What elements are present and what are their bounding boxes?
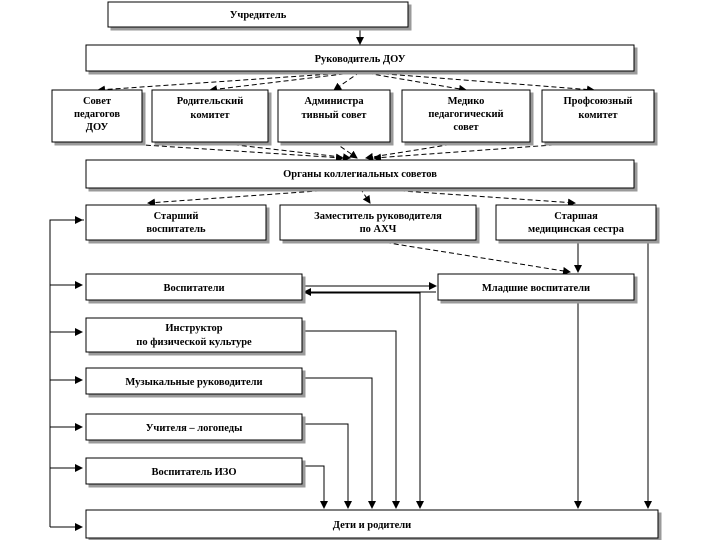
node-senior-educator: Старший воспитатель xyxy=(85,204,267,241)
speech-therapists-label: Учителя – логопеды xyxy=(146,423,243,434)
node-parents-committee: Родительский комитет xyxy=(151,89,269,143)
senior-nurse-line-2: медицинская сестра xyxy=(528,224,625,235)
collegial-bodies-label: Органы коллегиальных советов xyxy=(283,169,437,180)
connectors xyxy=(49,26,652,531)
arrow-speech-children xyxy=(302,423,352,509)
arrow-music-children xyxy=(302,377,376,509)
parents-committee-line-2: комитет xyxy=(190,110,230,121)
pe-instructor-line-1: Инструктор xyxy=(165,323,222,334)
admin-council-line-1: Администра xyxy=(304,96,364,107)
node-junior-educators: Младшие воспитатели xyxy=(437,273,635,301)
arrow-trade-union-collegial xyxy=(373,141,595,162)
medical-council-line-2: педагогический xyxy=(428,109,503,120)
arrow-head-parents-committee xyxy=(209,71,361,94)
teachers-council-line-3: ДОУ xyxy=(86,122,109,133)
medical-council-line-1: Медико xyxy=(448,96,485,107)
parents-committee-line-1: Родительский xyxy=(177,96,244,107)
children-parents-label: Дети и родители xyxy=(333,520,411,531)
arrow-admin-council-collegial xyxy=(333,141,358,159)
deputy-ahch-line-2: по АХЧ xyxy=(360,224,397,235)
node-medical-council: Медико педагогический совет xyxy=(401,89,531,143)
trade-union-line-1: Профсоюзный xyxy=(564,96,633,107)
pe-instructor-line-2: по физической культуре xyxy=(136,337,252,348)
node-head: Руководитель ДОУ xyxy=(85,44,635,72)
node-music-directors: Музыкальные руководители xyxy=(85,367,303,395)
music-directors-label: Музыкальные руководители xyxy=(125,377,262,388)
teachers-council-line-2: педагогов xyxy=(74,109,120,120)
node-educators: Воспитатели xyxy=(85,273,303,301)
node-admin-council: Администра тивный совет xyxy=(277,89,391,143)
node-founder: Учредитель xyxy=(107,1,409,28)
arrow-collegial-deputy xyxy=(359,187,371,204)
node-senior-nurse: Старшая медицинская сестра xyxy=(495,204,657,241)
arrow-collegial-senior-educator xyxy=(147,187,361,207)
node-trade-union: Профсоюзный комитет xyxy=(541,89,655,143)
node-collegial-bodies: Органы коллегиальных советов xyxy=(85,159,635,189)
arrow-head-teachers-council xyxy=(97,71,361,94)
arrow-head-trade-union xyxy=(359,71,595,94)
art-educator-label: Воспитатель ИЗО xyxy=(151,467,236,478)
arrow-art-children xyxy=(302,465,328,509)
senior-nurse-line-1: Старшая xyxy=(554,211,598,222)
arrow-medical-council-collegial xyxy=(365,141,467,161)
arrow-head-admin-council xyxy=(333,71,361,91)
node-pe-instructor: Инструктор по физической культуре xyxy=(85,317,303,353)
medical-council-line-3: совет xyxy=(453,122,479,133)
trade-union-line-2: комитет xyxy=(578,110,618,121)
educators-label: Воспитатели xyxy=(163,283,224,294)
arrow-teachers-council-collegial xyxy=(97,141,344,162)
arrow-educators-children xyxy=(302,292,424,509)
teachers-council-line-1: Совет xyxy=(83,96,112,107)
head-label: Руководитель ДОУ xyxy=(315,54,406,65)
senior-educator-line-1: Старший xyxy=(154,211,199,222)
node-children-parents: Дети и родители xyxy=(85,509,659,539)
admin-council-line-2: тивный совет xyxy=(302,110,368,121)
deputy-ahch-line-1: Заместитель руководителя xyxy=(314,211,442,222)
node-teachers-council: Совет педагогов ДОУ xyxy=(51,89,143,143)
node-art-educator: Воспитатель ИЗО xyxy=(85,457,303,485)
arrow-parents-committee-collegial xyxy=(209,141,351,162)
node-deputy-ahch: Заместитель руководителя по АХЧ xyxy=(279,204,477,241)
arrow-deputy-junior-educators xyxy=(369,239,571,275)
node-speech-therapists: Учителя – логопеды xyxy=(85,413,303,441)
arrow-pe-children xyxy=(302,330,400,509)
arrow-head-medical-council xyxy=(359,71,467,93)
left-bracket-line xyxy=(49,219,84,527)
arrow-collegial-senior-nurse xyxy=(359,187,576,207)
junior-educators-label: Младшие воспитатели xyxy=(482,283,590,294)
founder-label: Учредитель xyxy=(230,10,287,21)
senior-educator-line-2: воспитатель xyxy=(146,224,206,235)
